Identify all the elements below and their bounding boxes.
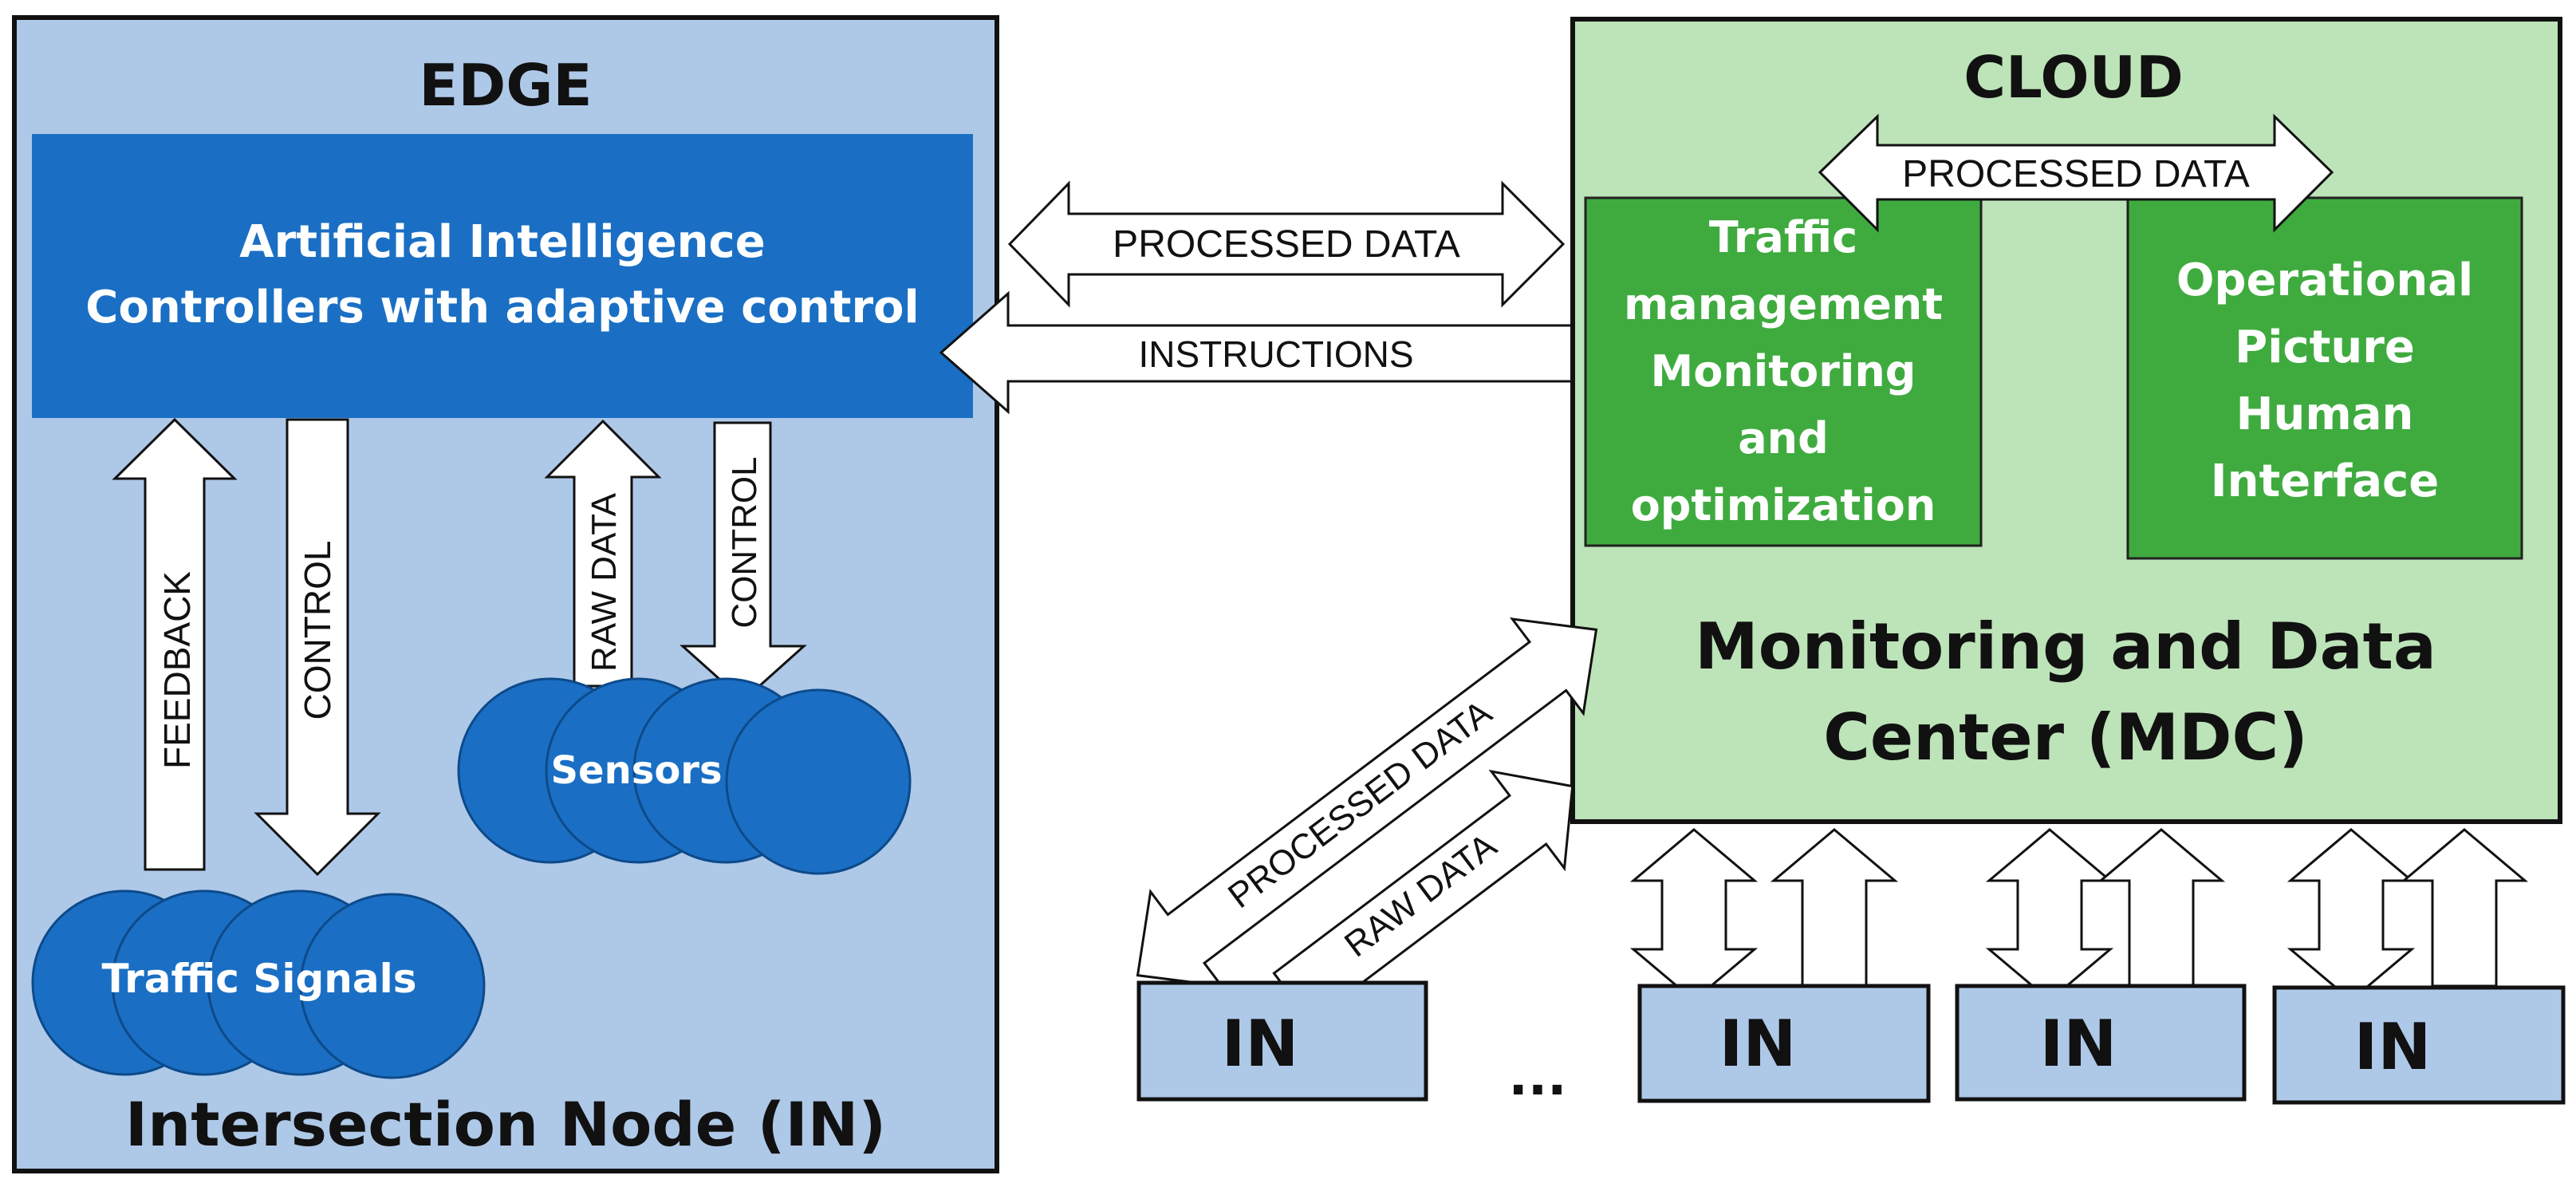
node-link-up-arrow (1770, 828, 1899, 988)
processed-data-label: PROCESSED DATA (1113, 223, 1460, 266)
node-link-double-arrow (1985, 828, 2114, 1002)
raw-data-label-sensors: RAW DATA (585, 492, 624, 672)
ai-controller-line1: Artificial Intelligence (239, 216, 765, 268)
operational-line2: Picture (2235, 321, 2415, 373)
in-node-4 (2272, 985, 2566, 1105)
ai-controller-box (32, 134, 973, 418)
traffic-line1: Traffic (1709, 212, 1857, 262)
feedback-arrow (112, 417, 238, 871)
sensors-label: Sensors (550, 748, 722, 793)
cloud-footer-line1: Monitoring and Data (1695, 609, 2436, 684)
traffic-line3: Monitoring (1651, 346, 1916, 396)
node-link-double-arrow (2286, 828, 2416, 1002)
feedback-label: FEEDBACK (156, 571, 198, 769)
control-arrow-left (254, 418, 381, 877)
control-label-right: CONTROL (725, 456, 764, 628)
edge-footer: Intersection Node (IN) (125, 1089, 886, 1160)
operational-line1: Operational (2176, 254, 2473, 306)
in-node-4-label: IN (2354, 1010, 2432, 1084)
traffic-line2: management (1624, 279, 1943, 329)
operational-line4: Interface (2211, 455, 2439, 507)
raw-data-arrow-sensors (544, 419, 662, 688)
in-node-1 (1136, 980, 1428, 1102)
sensor-circle (725, 688, 912, 875)
traffic-management-box (1584, 196, 1983, 547)
traffic-line4: and (1738, 413, 1829, 463)
cloud-processed-data-label: PROCESSED DATA (1902, 153, 2250, 195)
processed-data-double-arrow (1007, 180, 1566, 308)
in-node-3 (1955, 984, 2247, 1102)
signal-circle (299, 893, 486, 1079)
node-link-arrows (1629, 828, 2529, 1002)
instructions-label: INSTRUCTIONS (1139, 333, 1414, 375)
operational-picture-box (2126, 196, 2523, 560)
control-label-left: CONTROL (297, 541, 338, 720)
in-node-3-label: IN (2040, 1007, 2117, 1081)
cloud-processed-data-double-arrow (1818, 113, 2334, 233)
node-link-up-arrow (2400, 828, 2529, 988)
traffic-signals-cluster (31, 889, 486, 1079)
cloud-footer-line2: Center (MDC) (1823, 700, 2308, 775)
operational-line3: Human (2236, 388, 2414, 440)
in-node-2 (1637, 984, 1931, 1103)
edge-title: EDGE (419, 52, 592, 119)
node-link-double-arrow (1629, 828, 1759, 1002)
traffic-signals-label: Traffic Signals (102, 956, 417, 1002)
control-arrow-right (679, 421, 807, 703)
sensors-cluster (457, 677, 912, 875)
ai-controller-line2: Controllers with adaptive control (85, 282, 919, 333)
traffic-line5: optimization (1631, 480, 1936, 530)
node-link-up-arrow (2097, 828, 2226, 988)
diag-processed-data-arrow (1136, 617, 1598, 988)
in-node-1-label: IN (1222, 1007, 1299, 1081)
ellipsis: ... (1509, 1048, 1567, 1107)
cloud-title: CLOUD (1964, 44, 2184, 111)
in-node-2-label: IN (1719, 1007, 1797, 1081)
